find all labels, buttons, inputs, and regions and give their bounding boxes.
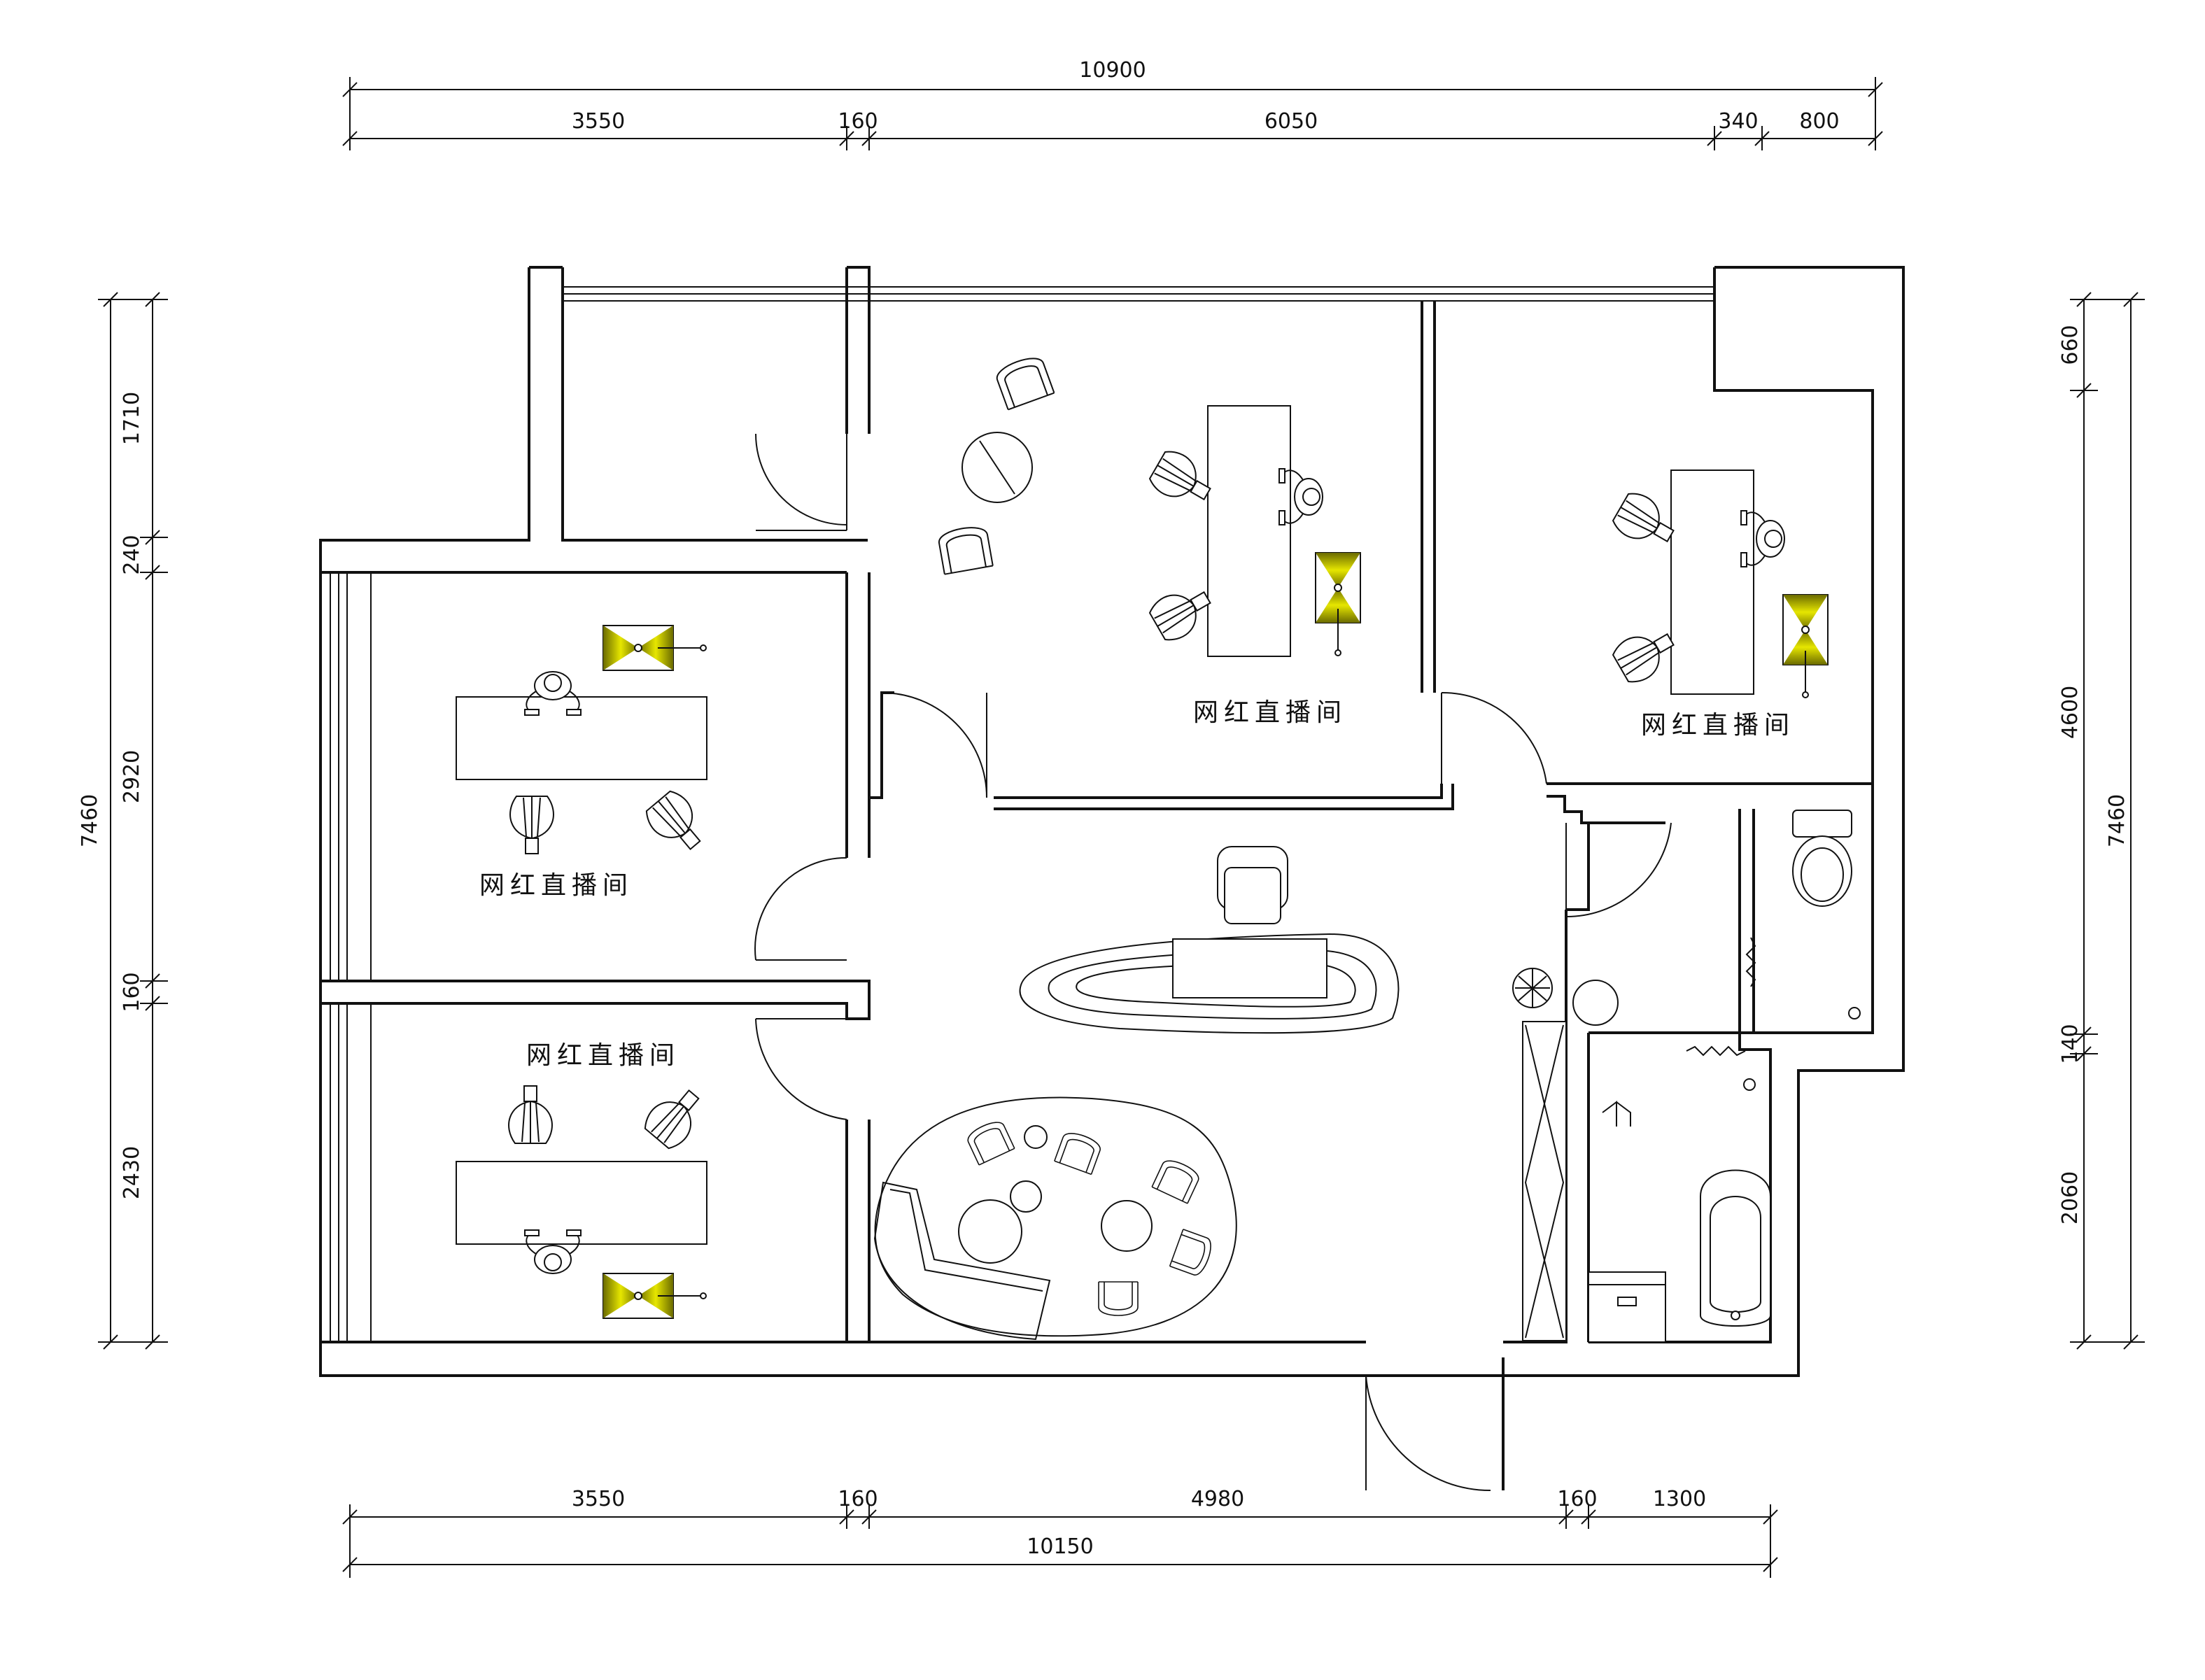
dim-left-4: 160 (120, 972, 144, 1012)
toilet (1792, 810, 1852, 907)
bathroom (1572, 810, 1861, 1343)
studio-top-center: 网红直播间 (936, 353, 1361, 727)
studio-top-right: 网红直播间 (1609, 470, 1829, 740)
shoe-cabinet (1522, 1021, 1567, 1341)
desk (456, 1161, 707, 1245)
reception (873, 846, 1567, 1341)
floor-drain (1848, 1007, 1861, 1019)
desk (456, 696, 707, 780)
room-label-left-lower: 网红直播间 (526, 1041, 680, 1070)
dim-left-5: 2430 (120, 1146, 144, 1199)
reception-desk (1019, 933, 1400, 1034)
walls (319, 266, 1905, 1490)
dim-top-1: 3550 (572, 109, 625, 134)
dim-left-total: 7460 (78, 794, 102, 847)
doors (754, 433, 1672, 1492)
dim-right-2: 4600 (2058, 686, 2083, 739)
armchair-2 (936, 523, 994, 575)
dim-top-5: 800 (1799, 109, 1839, 134)
dim-top-2: 160 (838, 109, 878, 134)
dim-bottom-2: 160 (838, 1487, 878, 1511)
armchair-1 (993, 353, 1055, 411)
dim-left-1: 1710 (120, 392, 144, 445)
studio-left-upper: 网红直播间 (456, 625, 713, 900)
room-label-left-upper: 网红直播间 (479, 871, 633, 900)
dimension-top: 10900 3550 160 6050 340 800 (342, 58, 1883, 150)
dim-bottom-total: 10150 (1027, 1534, 1093, 1559)
potted-plant (1512, 968, 1553, 1008)
dim-left-2: 240 (120, 535, 144, 574)
dim-bottom-3: 4980 (1191, 1487, 1244, 1511)
dim-top-3: 6050 (1264, 109, 1318, 134)
spotlight-1 (509, 796, 554, 854)
dim-bottom-4: 160 (1557, 1487, 1597, 1511)
dim-bottom-1: 3550 (572, 1487, 625, 1511)
dim-right-1: 660 (2058, 325, 2083, 365)
lounge-area (873, 1096, 1237, 1341)
dim-bottom-5: 1300 (1653, 1487, 1706, 1511)
dim-left-3: 2920 (120, 750, 144, 803)
desk (1670, 470, 1754, 695)
dimension-left: 7460 1710 240 2920 160 2430 (78, 292, 168, 1350)
room-label-top-center: 网红直播间 (1193, 698, 1347, 727)
dim-right-4: 2060 (2058, 1171, 2083, 1224)
side-table (961, 432, 1033, 503)
dim-right-3: 140 (2058, 1024, 2083, 1064)
washing-machine (1588, 1271, 1666, 1343)
studio-left-lower: 网红直播间 (456, 1041, 712, 1319)
bathtub (1700, 1169, 1771, 1327)
dimension-bottom: 3550 160 4980 160 1300 10150 (342, 1487, 1778, 1578)
spotlight-1 (508, 1085, 553, 1144)
dim-top-total: 10900 (1079, 58, 1146, 83)
spotlight-2 (640, 786, 713, 860)
washbasin (1572, 980, 1619, 1026)
entry-arrow (1602, 1101, 1631, 1127)
room-label-top-right: 网红直播间 (1641, 711, 1795, 740)
floor-drain (1743, 1078, 1756, 1091)
desk (1207, 405, 1291, 657)
shower-curtain (1686, 937, 1756, 1057)
dim-right-total: 7460 (2105, 794, 2129, 847)
dimension-right: 660 4600 140 2060 7460 (2058, 292, 2145, 1350)
dim-top-4: 340 (1718, 109, 1758, 134)
spotlight-2 (639, 1080, 712, 1153)
office-chair (1217, 846, 1288, 924)
